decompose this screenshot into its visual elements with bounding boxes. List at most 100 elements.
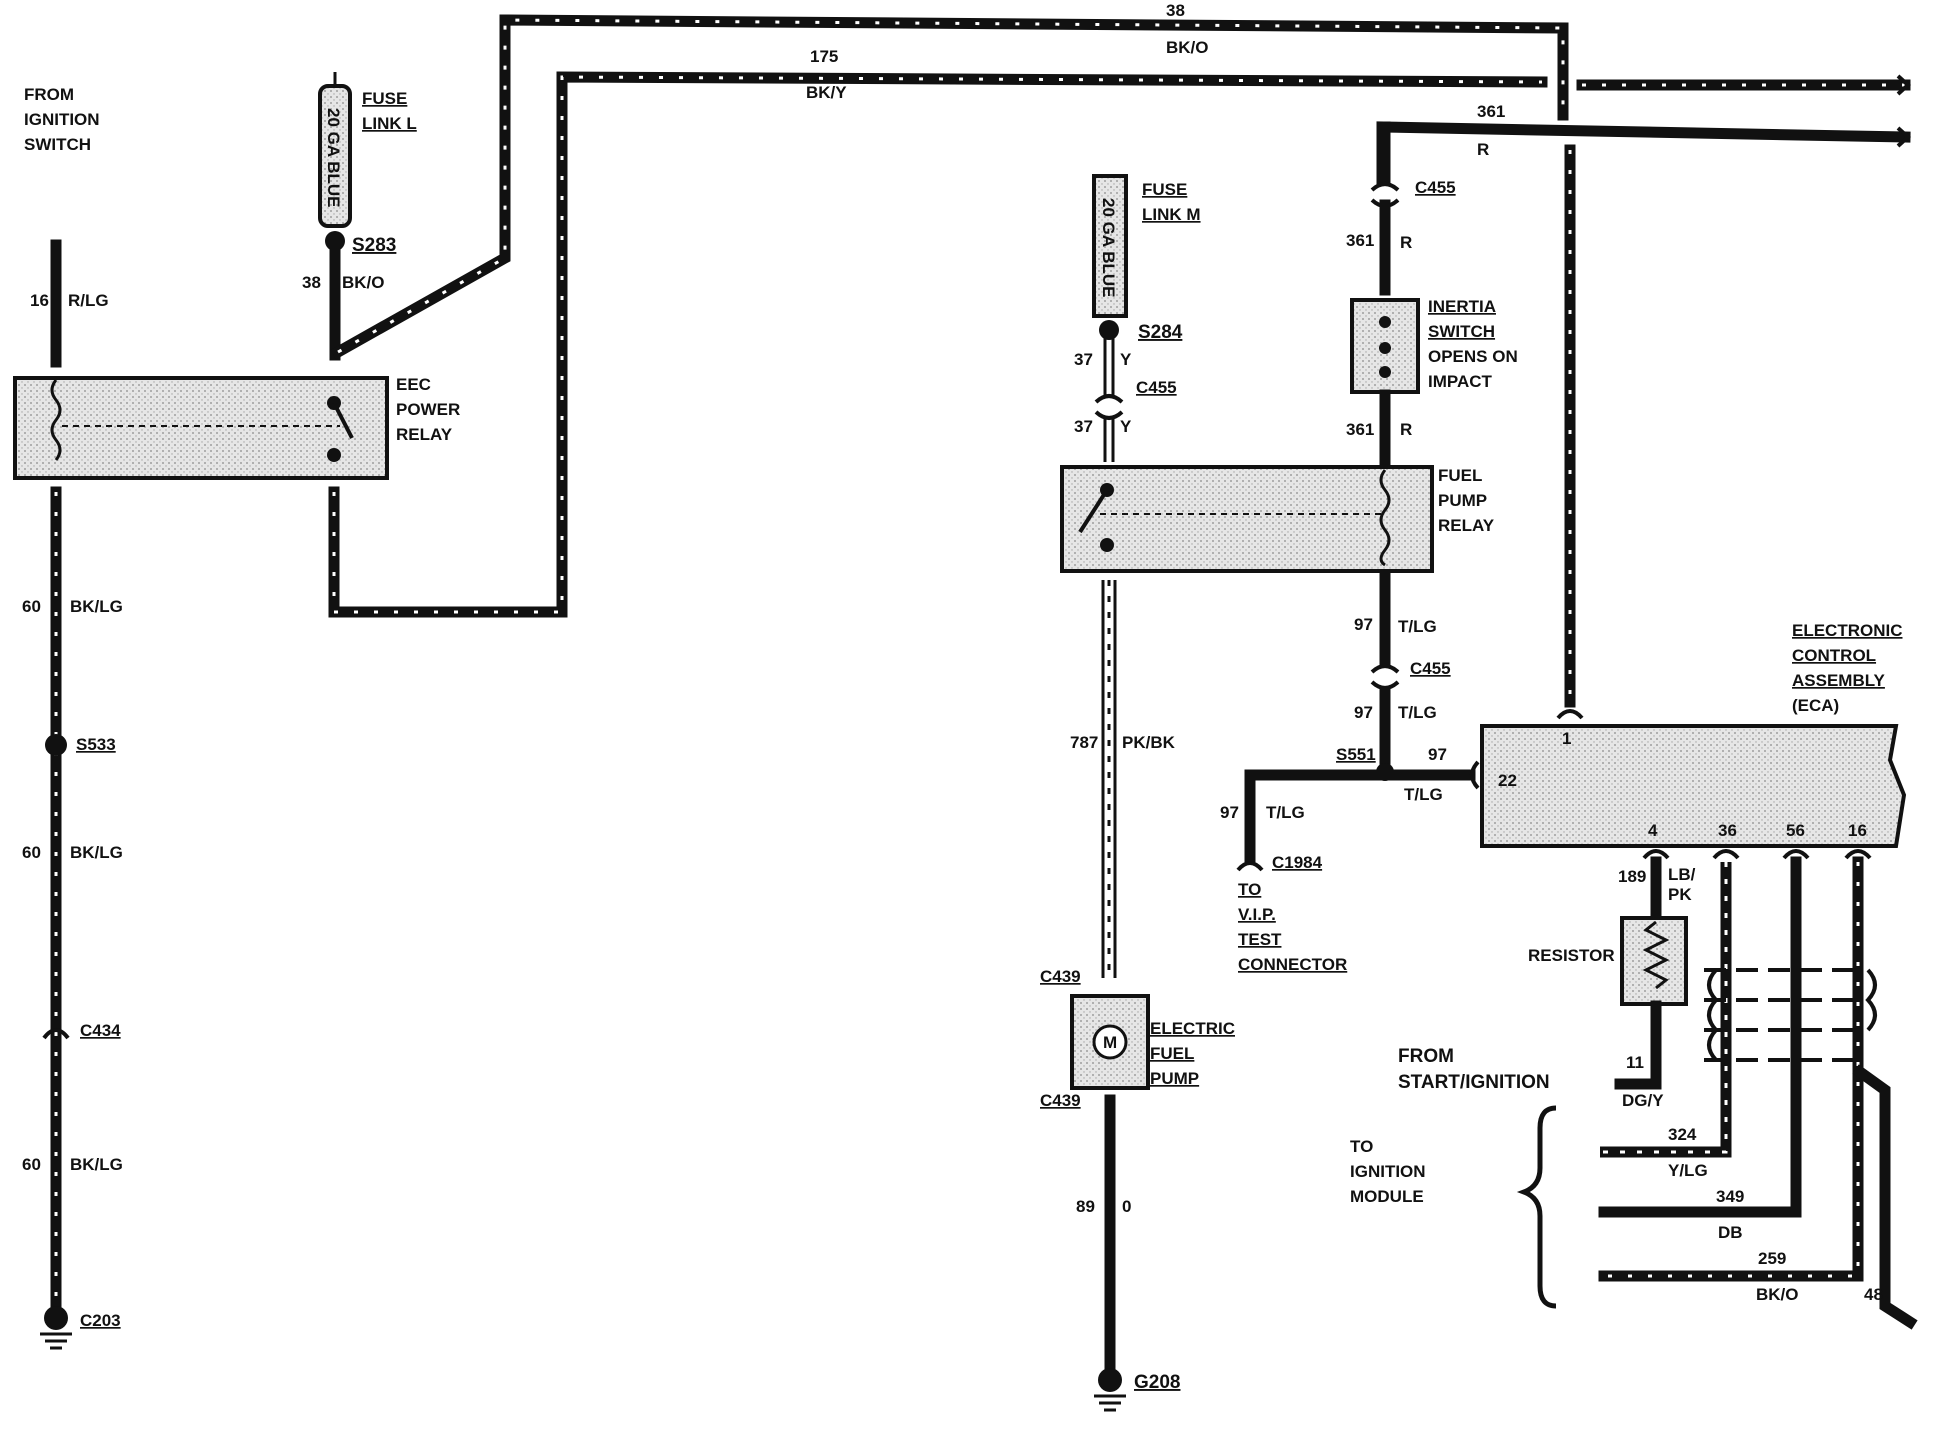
motor-symbol: M <box>1103 1033 1117 1052</box>
ignition-module-label-3: MODULE <box>1350 1187 1424 1206</box>
eec-relay-label-1: EEC <box>396 375 431 394</box>
fuel-pump-relay-block: FUEL PUMP RELAY <box>1060 465 1495 573</box>
fuse-link-m-label-1: FUSE <box>1142 180 1187 199</box>
wire-37a-number: 37 <box>1074 350 1093 369</box>
connector-c455-b-label: C455 <box>1415 178 1456 197</box>
wire-361b-color: R <box>1400 420 1412 439</box>
inertia-switch-label-4: IMPACT <box>1428 372 1493 391</box>
ignition-module-brace <box>1516 1105 1557 1309</box>
connector-c203-label: C203 <box>80 1311 121 1330</box>
ignition-feed-circuit: FROM IGNITION SWITCH 16 R/LG EEC POWER R… <box>13 85 460 1350</box>
eca-label-1: ELECTRONIC <box>1792 621 1903 640</box>
shielded-bundle <box>1704 968 1877 1062</box>
wire-361-continue-arrow-icon <box>1896 126 1911 148</box>
fuel-pump-relay-label-3: RELAY <box>1438 516 1495 535</box>
wire-97c-number: 97 <box>1428 745 1447 764</box>
wire-60a-number: 60 <box>22 597 41 616</box>
wire-60c-color: BK/LG <box>70 1155 123 1174</box>
ignition-module-label-1: TO <box>1350 1137 1373 1156</box>
wire-97a-color: T/LG <box>1398 617 1437 636</box>
wire-259-number: 259 <box>1758 1249 1786 1268</box>
eca-pin-22: 22 <box>1498 771 1517 790</box>
fuel-pump-relay-switch-arm <box>1078 488 1109 534</box>
wire-97c-color: T/LG <box>1404 785 1443 804</box>
connector-c439-bot-label: C439 <box>1040 1091 1081 1110</box>
wire-97a-number: 97 <box>1354 615 1373 634</box>
wire-60c-number: 60 <box>22 1155 41 1174</box>
wire-189-color-1: LB/ <box>1668 865 1696 884</box>
resistor-label: RESISTOR <box>1528 946 1615 965</box>
wire-97d-number: 97 <box>1220 803 1239 822</box>
connector-c455-c-symbol <box>1370 664 1400 690</box>
wire-787-number: 787 <box>1070 733 1098 752</box>
connector-c434-symbol <box>42 1028 70 1040</box>
fuel-pump-label-3: PUMP <box>1150 1069 1199 1088</box>
inertia-switch-circuit: C455 361 R INERTIA SWITCH OPENS ON IMPAC… <box>1346 121 1518 468</box>
eca-pin-4: 4 <box>1648 821 1658 840</box>
connector-c455-a-label: C455 <box>1136 378 1177 397</box>
fuel-pump-relay-contact-bottom <box>1100 538 1114 552</box>
resistor-zigzag <box>1642 920 1670 990</box>
wire-37b-number: 37 <box>1074 417 1093 436</box>
wire-38-top-run: 38 BK/O <box>330 1 1911 360</box>
fuse-link-l-circuit: 20 GA BLUE FUSE LINK L S283 38 BK/O <box>302 72 417 361</box>
ground-g208-icon <box>1094 1394 1126 1412</box>
wire-97b-number: 97 <box>1354 703 1373 722</box>
fuel-pump-relay-coil <box>1379 469 1391 567</box>
wire-361-top-number: 361 <box>1477 102 1505 121</box>
wire-16-number: 16 <box>30 291 49 310</box>
connector-c1984-label: C1984 <box>1272 853 1323 872</box>
ground-c203-node <box>44 1306 68 1330</box>
wire-60a-color: BK/LG <box>70 597 123 616</box>
eec-relay-coil <box>50 379 62 461</box>
connector-c455-c-label: C455 <box>1410 659 1451 678</box>
wire-38-top-number: 38 <box>1166 1 1185 20</box>
ground-c203-icon <box>40 1332 72 1350</box>
vip-label-4: CONNECTOR <box>1238 955 1347 974</box>
splice-s533-label: S533 <box>76 735 116 754</box>
fuse-link-l-rating: 20 GA BLUE <box>324 108 343 208</box>
vip-label-3: TEST <box>1238 930 1282 949</box>
wire-38-number: 38 <box>302 273 321 292</box>
motor-icon <box>1092 1024 1128 1060</box>
eca-block: ELECTRONIC CONTROL ASSEMBLY (ECA) 1 22 4… <box>1480 621 1907 848</box>
wire-189-color-2: PK <box>1668 885 1692 904</box>
wire-38-color: BK/O <box>342 273 385 292</box>
ground-g208-label: G208 <box>1134 1372 1180 1393</box>
start-ignition-label-2: START/IGNITION <box>1398 1072 1550 1093</box>
wire-361b-number: 361 <box>1346 420 1374 439</box>
fuse-link-m <box>1092 174 1128 318</box>
fuel-pump-relay-label-2: PUMP <box>1438 491 1487 510</box>
eec-relay-contact-bottom <box>327 448 341 462</box>
splice-s284 <box>1099 320 1119 340</box>
resistor <box>1620 916 1688 1006</box>
wire-324-color: Y/LG <box>1668 1161 1708 1180</box>
eca-label-4: (ECA) <box>1792 696 1839 715</box>
wire-60b-number: 60 <box>22 843 41 862</box>
fuel-pump-label-1: ELECTRIC <box>1150 1019 1235 1038</box>
inertia-switch-label-3: OPENS ON <box>1428 347 1518 366</box>
eca-pin-16: 16 <box>1848 821 1867 840</box>
wire-259-color: BK/O <box>1756 1285 1799 1304</box>
wire-16-color: R/LG <box>68 291 109 310</box>
fuse-link-m-label-2: LINK M <box>1142 205 1201 224</box>
wire-37b-color: Y <box>1120 417 1132 436</box>
wire-60b-color: BK/LG <box>70 843 123 862</box>
ignition-source-label-3: SWITCH <box>24 135 91 154</box>
wire-324-number: 324 <box>1668 1125 1697 1144</box>
splice-s551-label: S551 <box>1336 745 1376 764</box>
wire-38-top-color: BK/O <box>1166 38 1209 57</box>
wire-11-color: DG/Y <box>1622 1091 1664 1110</box>
connector-c434-label: C434 <box>80 1021 121 1040</box>
eca-lower-wiring: 189 LB/ PK RESISTOR 11 DG/Y 324 Y/LG 349… <box>1350 849 1918 1330</box>
wire-175-color: BK/Y <box>806 83 847 102</box>
wire-361-top-feed: 361 R <box>1376 102 1911 186</box>
ignition-source-label-2: IGNITION <box>24 110 100 129</box>
wire-97d-color: T/LG <box>1266 803 1305 822</box>
connector-c1984-symbol <box>1236 861 1264 872</box>
wire-787-color: PK/BK <box>1122 733 1176 752</box>
wire-11-number: 11 <box>1626 1053 1644 1072</box>
eca-pin-36: 36 <box>1718 821 1737 840</box>
vip-label-1: TO <box>1238 880 1261 899</box>
